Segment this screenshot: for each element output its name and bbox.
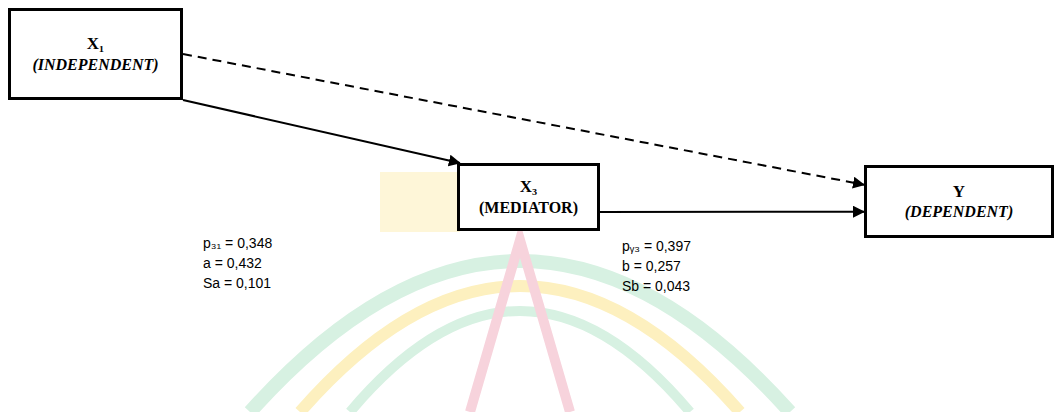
path-coefficient: Sb = 0,043	[620, 278, 692, 295]
path-arrow	[183, 100, 460, 163]
variable-box: X₁(INDEPENDENT)	[8, 8, 183, 100]
path-arrow	[600, 211, 864, 213]
path-coefficient: pᵧ₃ = 0,397	[620, 238, 693, 255]
path-coefficient: Sa = 0,101	[201, 275, 273, 292]
path-coefficient: b = 0,257	[620, 258, 683, 275]
watermark-arc	[350, 311, 690, 412]
variable-name: X₃	[520, 177, 537, 197]
variable-name: Y	[953, 182, 965, 202]
variable-box: X₃(MEDIATOR)	[457, 163, 600, 231]
variable-role: (MEDIATOR)	[479, 198, 578, 217]
variable-role: (INDEPENDENT)	[32, 55, 158, 74]
watermark-arc	[250, 261, 790, 412]
watermark-block	[380, 172, 460, 232]
variable-box: Y(DEPENDENT)	[864, 165, 1054, 238]
variable-name: X₁	[87, 34, 104, 54]
watermark-arc	[300, 286, 740, 412]
variable-role: (DEPENDENT)	[905, 202, 1013, 221]
path-coefficient: a = 0,432	[201, 255, 264, 272]
watermark-arc	[470, 240, 570, 412]
path-coefficient: p₃₁ = 0,348	[201, 235, 274, 252]
